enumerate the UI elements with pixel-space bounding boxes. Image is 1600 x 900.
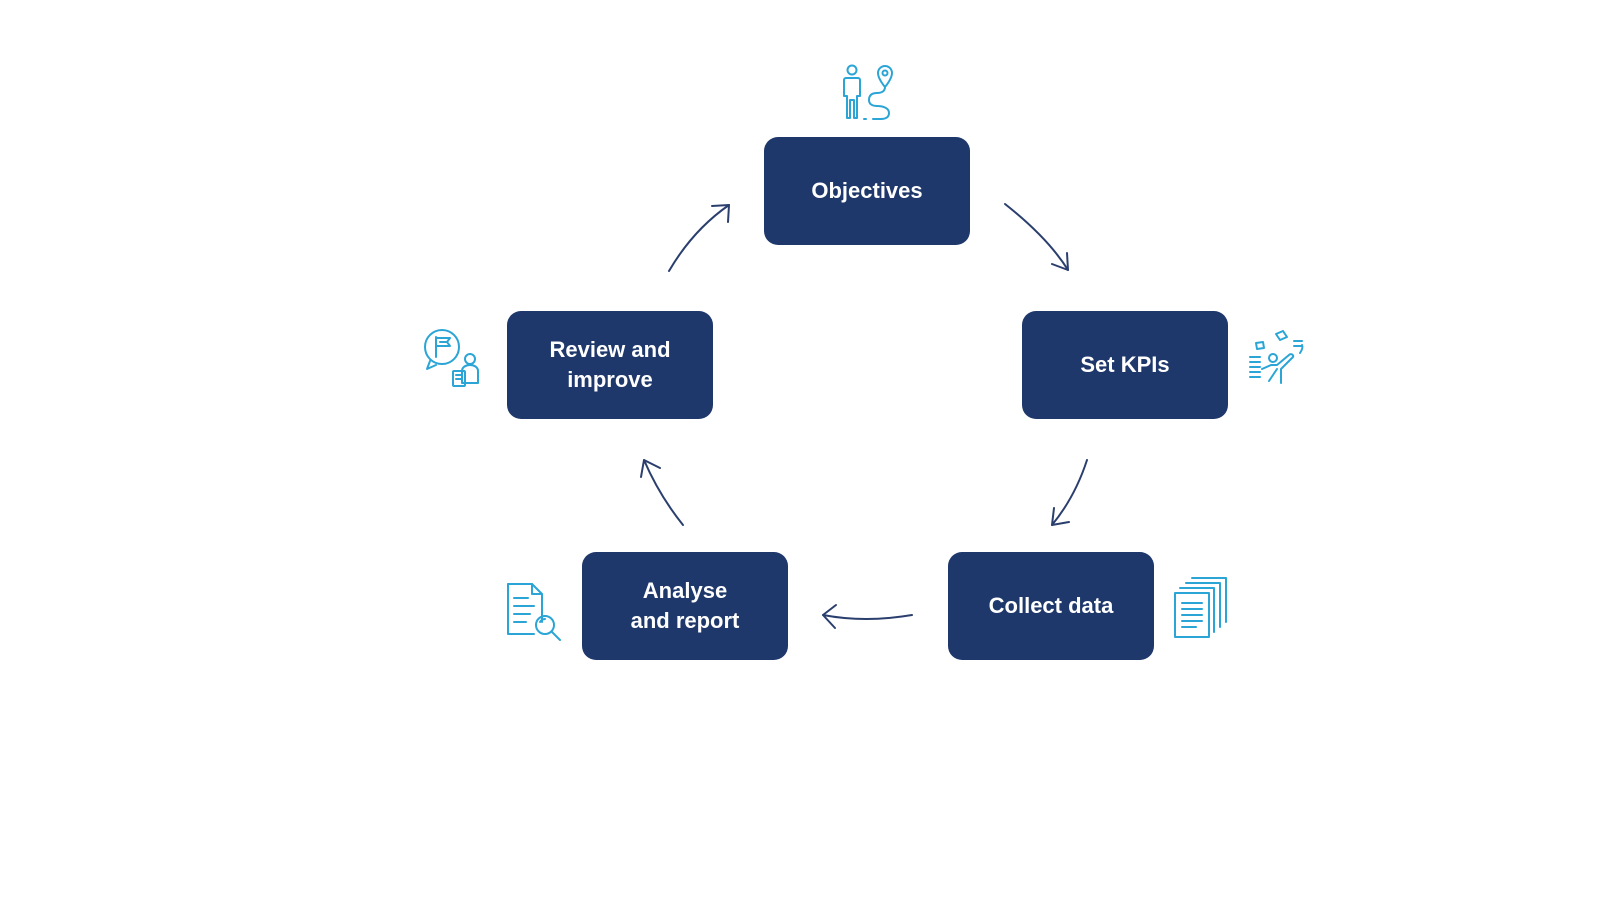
arrow-kpis-to-collect	[1051, 459, 1088, 526]
step-analyse-and-report-box: Analyse and report	[582, 552, 788, 660]
step-set-kpis-label: Set KPIs	[1080, 350, 1169, 380]
step-review-and-improve-label: Review and improve	[549, 335, 670, 395]
person-route-icon	[836, 62, 900, 126]
step-label-line: Set KPIs	[1080, 352, 1170, 377]
celebrating-person-icon	[1246, 327, 1310, 391]
step-label-line: Review and	[549, 337, 671, 362]
step-analyse-and-report-label: Analyse and report	[631, 576, 740, 636]
step-label-line: improve	[567, 367, 653, 392]
step-label-line: and report	[630, 608, 740, 633]
person-feedback-icon	[420, 325, 484, 389]
arrow-objectives-to-kpis	[1004, 203, 1069, 271]
step-set-kpis-box: Set KPIs	[1022, 311, 1228, 419]
step-label-line: Analyse	[642, 578, 728, 603]
step-review-and-improve-box: Review and improve	[507, 311, 713, 419]
arrow-analyse-to-review	[640, 459, 684, 526]
step-collect-data-box: Collect data	[948, 552, 1154, 660]
document-stack-icon	[1170, 576, 1234, 640]
step-objectives-box: Objectives	[764, 137, 970, 245]
step-collect-data-label: Collect data	[989, 591, 1114, 621]
document-search-icon	[500, 578, 564, 642]
step-label-line: Collect data	[988, 593, 1114, 618]
arrow-collect-to-analyse	[822, 604, 913, 629]
step-label-line: Objectives	[811, 178, 923, 203]
step-objectives-label: Objectives	[811, 176, 922, 206]
arrow-review-to-objectives	[668, 204, 730, 272]
